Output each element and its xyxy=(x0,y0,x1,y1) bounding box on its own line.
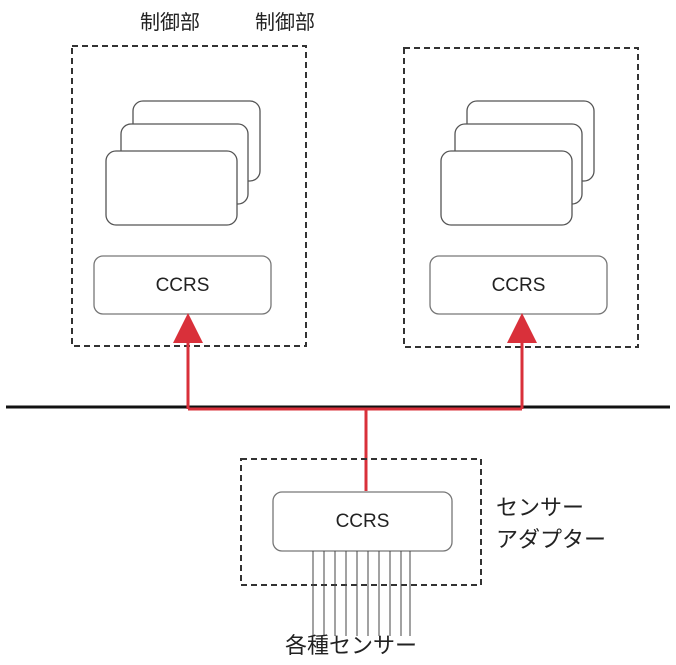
ccrs-label-left: CCRS xyxy=(155,275,210,296)
module-card-right-front xyxy=(440,150,573,226)
ccrs-label-adapter: CCRS xyxy=(335,511,390,532)
control-unit-label-left: 制御部 xyxy=(140,10,200,34)
control-unit-label-right: 制御部 xyxy=(255,10,315,34)
ccrs-box-adapter xyxy=(272,491,453,552)
module-card-left-front xyxy=(105,150,238,226)
sensor-adapter-label-line1: センサー xyxy=(496,496,585,521)
sensor-wires xyxy=(312,551,411,636)
sensor-adapter-label-line2: アダプター xyxy=(496,528,607,553)
sensor-adapter-boundary xyxy=(240,458,482,586)
sensors-label: 各種センサー xyxy=(285,634,418,659)
ccrs-label-right: CCRS xyxy=(491,275,546,296)
